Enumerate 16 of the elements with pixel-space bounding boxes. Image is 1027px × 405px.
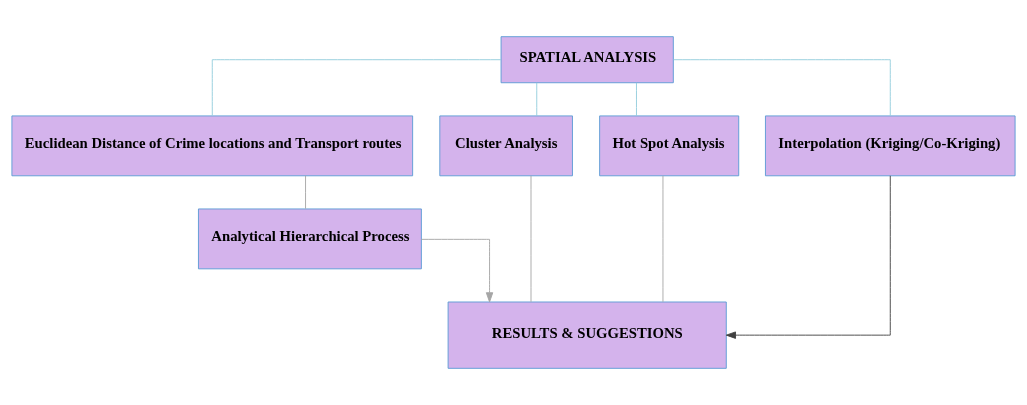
node-box: RESULTS & SUGGESTIONS	[447, 301, 727, 369]
connector	[211, 59, 502, 117]
node-box: Hot Spot Analysis	[599, 115, 740, 177]
node-box: Interpolation (Kriging/Co-Kriging)	[765, 115, 1016, 177]
arrow	[420, 238, 494, 303]
node-box: Analytical Hierarchical Process	[198, 208, 422, 270]
arrow	[725, 175, 891, 339]
node-box: Cluster Analysis	[439, 115, 573, 177]
connector	[662, 175, 664, 303]
node-box: Euclidean Distance of Crime locations and Transport routes	[11, 115, 414, 177]
connector	[530, 175, 532, 303]
connector	[673, 59, 891, 117]
connector	[305, 175, 306, 210]
node-box: SPATIAL ANALYSIS	[500, 36, 674, 84]
connector	[536, 82, 538, 117]
connector	[636, 82, 637, 117]
